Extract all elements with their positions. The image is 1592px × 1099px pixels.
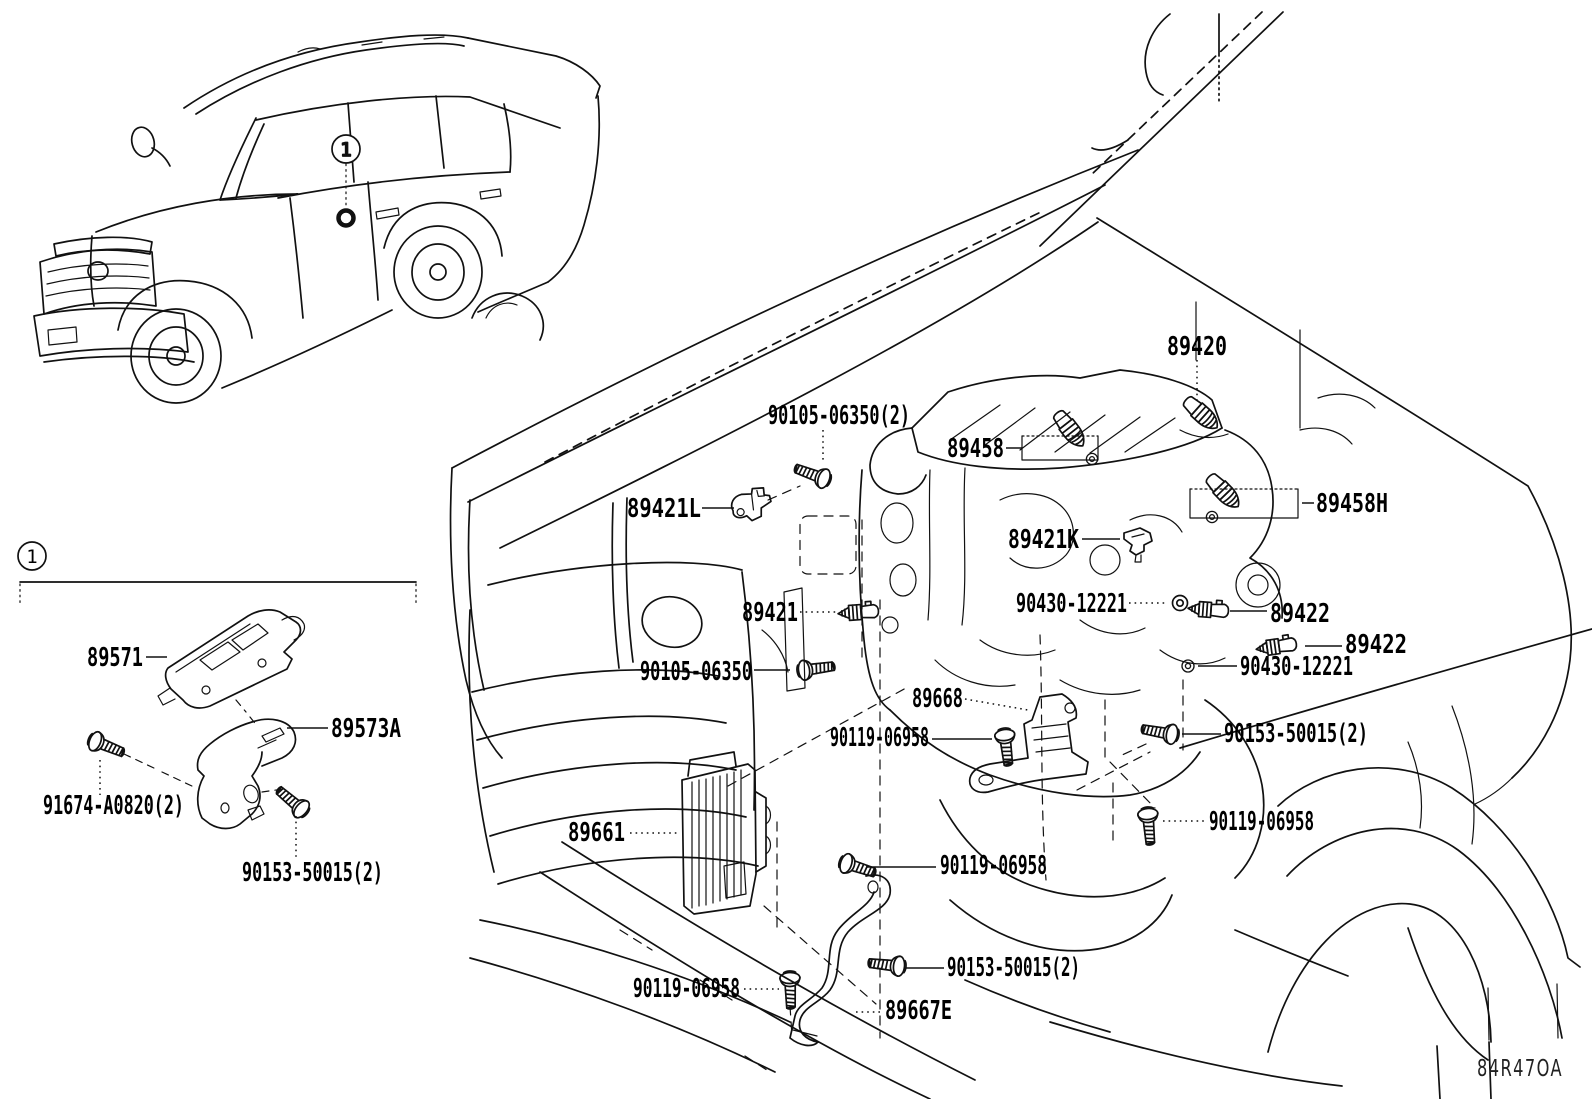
part-label-90119-06958-1: 90119-06958 [830, 723, 929, 753]
sensor-89421K-glyph [1123, 527, 1153, 563]
box-89458H [1189, 488, 1299, 519]
sensor-89422-upper-glyph [1186, 597, 1231, 620]
part-label-90153-50015-2: 90153-50015(2) [947, 953, 1080, 983]
part-label-90105-06350: 90105-06350 [640, 657, 752, 687]
part-label-89422-lower: 89422 [1345, 630, 1407, 660]
bolt-90153-2-glyph [866, 952, 908, 978]
ring-89458H-glyph [1205, 510, 1219, 524]
vehicle-illustration: 1 [33, 34, 601, 404]
inset-detail-1: 1 [17, 541, 417, 830]
part-label-89421L: 89421L [627, 494, 701, 524]
part-label-89573A: 89573A [331, 714, 401, 744]
part-label-89421K: 89421K [1008, 525, 1079, 555]
part-label-89420: 89420 [1167, 332, 1227, 362]
inset-assembly-dashes [123, 699, 284, 793]
part-label-89668: 89668 [912, 684, 963, 714]
sensor-89458H-glyph [1202, 469, 1246, 514]
vehicle-callout-1: 1 [331, 134, 361, 228]
part-glyphs [730, 392, 1299, 1011]
part-label-90119-06958-3: 90119-06958 [940, 851, 1047, 881]
part-label-90119-06958-4: 90119-06958 [633, 974, 740, 1004]
bolt-90105-glyph [794, 655, 837, 683]
vehicle-callout-number: 1 [340, 139, 351, 161]
part-label-89661: 89661 [568, 818, 625, 848]
part-label-89458: 89458 [947, 434, 1004, 464]
sensor-89421-glyph [836, 600, 880, 623]
washer-90430-lower-glyph [1181, 659, 1195, 673]
sensor-89421L-glyph [730, 487, 772, 522]
part-label-89571: 89571 [87, 643, 143, 673]
part-label-89458H: 89458H [1316, 489, 1388, 519]
part-label-90119-06958-2: 90119-06958 [1209, 807, 1314, 837]
part-label-90105-06350-x2: 90105-06350(2) [768, 401, 910, 431]
relay-89571-drawing [157, 609, 306, 709]
part-label-90153-50015-1: 90153-50015(2) [1224, 719, 1368, 749]
bolt-90119-2-glyph [1136, 805, 1162, 847]
part-labels: 90105-06350(2) 89421L 89458 89420 89458H… [43, 332, 1407, 1026]
bolt-90105-x2-glyph [790, 457, 835, 492]
part-label-90153-50015-3: 90153-50015(2) [242, 858, 383, 888]
part-label-89421: 89421 [742, 598, 798, 628]
inset-callout-number: 1 [26, 546, 37, 568]
bolt-90153-1-glyph [1138, 718, 1182, 747]
washer-90430-upper-glyph [1171, 594, 1189, 612]
drawing-code: 84R47OA [1477, 1056, 1563, 1082]
sensor-89458-glyph [1049, 406, 1091, 452]
bracket-89668-drawing [968, 693, 1089, 794]
ecu-89661-drawing [681, 751, 772, 915]
ring-89458-glyph [1085, 452, 1099, 466]
front-clip-drawing [449, 11, 1592, 1099]
bracket-89573A-drawing [196, 718, 297, 830]
part-label-91674-A0820-x2: 91674-A0820(2) [43, 791, 184, 821]
bracket-89667E-drawing [789, 874, 892, 1047]
leader-lines [99, 360, 1342, 1013]
part-label-89422-upper: 89422 [1270, 599, 1330, 629]
part-label-90430-12221-upper: 90430-12221 [1016, 589, 1127, 619]
part-label-89667E: 89667E [885, 996, 952, 1026]
screw-91674-glyph [84, 728, 129, 763]
bolt-90153-3-glyph [270, 780, 315, 823]
engine-drawing [727, 301, 1376, 1039]
part-label-90430-12221-lower: 90430-12221 [1240, 652, 1353, 682]
door-grommet-icon [336, 208, 356, 228]
